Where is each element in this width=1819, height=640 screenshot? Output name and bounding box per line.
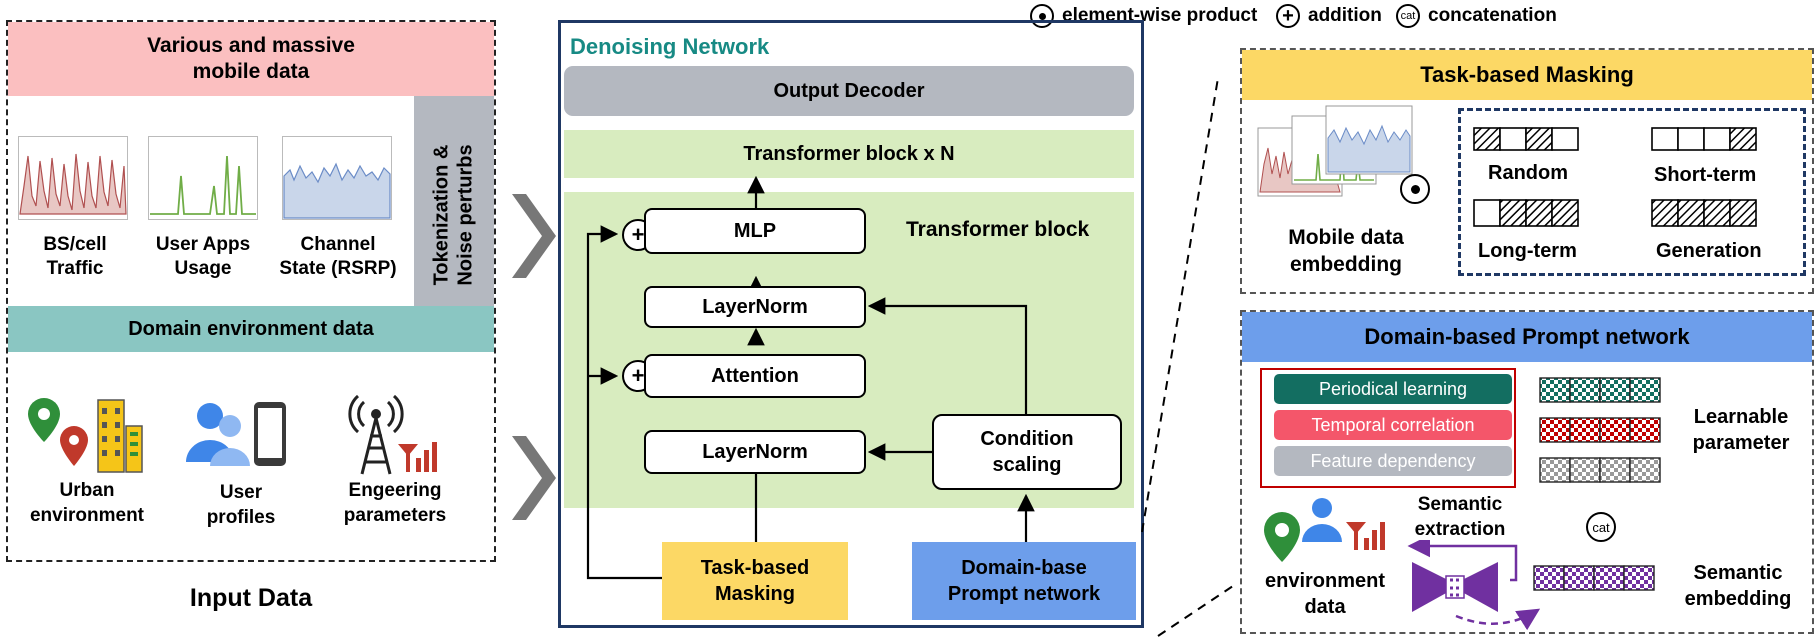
concatenation-icon: cat	[1396, 4, 1420, 28]
tokenization-label: Tokenization & Noise perturbs	[431, 144, 477, 286]
generation-mask	[1651, 199, 1757, 227]
learnable-parameter-label: Learnable parameter	[1692, 406, 1790, 454]
legend: element-wise product + addition cat conc…	[1010, 0, 1819, 32]
chevron-arrow-icon	[512, 194, 556, 278]
legend-addition-label: addition	[1308, 5, 1382, 26]
mlp-block: MLP	[644, 208, 866, 254]
mobile-data-header: Various and massive mobile data	[8, 22, 494, 96]
mask-patterns	[1473, 127, 1757, 227]
urban-environment-icon	[28, 398, 143, 473]
learnable-parameters	[1539, 377, 1661, 483]
environment-data-icon	[1264, 498, 1385, 562]
short-term-mask	[1651, 127, 1757, 151]
output-decoder-block: Output Decoder	[564, 66, 1134, 116]
zoom-lines	[1141, 77, 1237, 637]
mask-patterns-box	[1458, 108, 1806, 276]
temporal-correlation-chip: Temporal correlation	[1274, 410, 1512, 440]
task-masking-input: Task-based Masking	[662, 542, 848, 620]
domain-prompt-input: Domain-base Prompt network	[912, 542, 1136, 620]
denoising-network-panel	[558, 20, 1144, 628]
environment-data-label: environment data	[1264, 570, 1386, 618]
chevron-arrow-icon	[512, 436, 556, 520]
input-data-panel	[6, 20, 496, 562]
short-term-label: Short-term	[1654, 164, 1757, 186]
feature-dependency-chip: Feature dependency	[1274, 446, 1512, 476]
mobile-data-embedding-label: Mobile data embedding	[1288, 225, 1404, 276]
user-profiles-icon	[186, 402, 286, 466]
env-item-user-profiles: User profiles	[206, 482, 276, 528]
task-masking-panel	[1240, 48, 1814, 294]
denoising-network-title: Denoising Network	[570, 34, 770, 59]
condition-scaling-block: Condition scaling	[932, 414, 1122, 490]
random-label: Random	[1488, 162, 1568, 184]
long-term-label: Long-term	[1478, 240, 1577, 262]
tokenization-bar: Tokenization & Noise perturbs	[414, 96, 494, 334]
attention-block: Attention	[644, 354, 866, 398]
traffic-area	[19, 153, 127, 215]
generation-label: Generation	[1656, 240, 1762, 262]
domain-env-header: Domain environment data	[8, 306, 494, 352]
env-item-urban: Urban environment	[29, 480, 145, 526]
prompt-network-header: Domain-based Prompt network	[1242, 312, 1812, 362]
rsrp-area	[283, 162, 391, 219]
apps-line	[150, 155, 256, 215]
mobile-item-user-apps: User Apps Usage	[155, 234, 251, 279]
prompt-network-panel	[1240, 310, 1814, 634]
env-item-engineering: Engeering parameters	[343, 480, 447, 526]
element-wise-product-icon	[1400, 174, 1430, 204]
periodical-learning-chip: Periodical learning	[1274, 374, 1512, 404]
long-term-mask	[1473, 199, 1579, 227]
layernorm-bottom-block: LayerNorm	[644, 430, 866, 474]
semantic-extraction-encoder	[1407, 540, 1541, 631]
addition-icon: +	[1276, 4, 1300, 28]
semantic-embedding-label: Semantic embedding	[1684, 562, 1792, 610]
prompt-components-box	[1260, 368, 1516, 488]
engineering-tower-icon	[348, 394, 437, 475]
task-masking-header: Task-based Masking	[1242, 50, 1812, 100]
semantic-embedding-bar	[1533, 565, 1655, 591]
bs-cell-traffic-chart	[18, 136, 128, 220]
random-mask	[1473, 127, 1579, 151]
concatenation-icon: cat	[1586, 512, 1616, 542]
legend-concatenation-label: concatenation	[1428, 5, 1557, 26]
transformer-block-label: Transformer block	[906, 218, 1090, 241]
mobile-item-bs-cell: BS/cell Traffic	[43, 234, 107, 279]
channel-state-chart	[282, 136, 392, 220]
semantic-extraction-label: Semantic extraction	[1414, 494, 1506, 540]
user-apps-usage-chart	[148, 136, 258, 220]
mobile-data-embedding-stack	[1257, 105, 1413, 197]
mobile-item-channel-state: Channel State (RSRP)	[279, 234, 397, 279]
layernorm-top-block: LayerNorm	[644, 286, 866, 328]
transformer-n-block: Transformer block x N	[564, 130, 1134, 178]
input-data-caption: Input Data	[189, 583, 313, 612]
element-wise-product-icon	[1030, 4, 1054, 28]
